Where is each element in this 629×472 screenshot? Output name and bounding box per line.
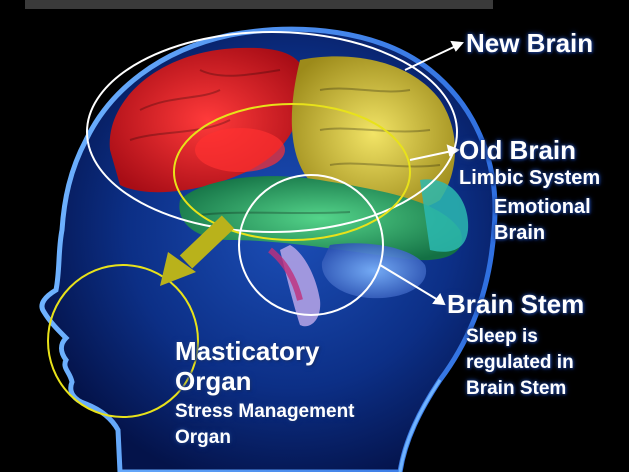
new-brain-ellipse [86, 31, 458, 233]
olive-arrow [160, 215, 235, 286]
label-limbic-system: Limbic System [459, 167, 601, 189]
brain-teal-lobe [420, 179, 469, 252]
callout-arrows [379, 40, 465, 306]
old-brain-ellipse [173, 103, 411, 241]
label-sleep-line3: Brain Stem [466, 378, 567, 399]
new-brain-arrow [404, 45, 457, 71]
label-sleep-line1: Sleep is [466, 326, 538, 347]
old-brain-arrowhead [446, 144, 461, 157]
label-masticatory-organ: Organ [175, 366, 252, 396]
brain-stem-circle [238, 174, 384, 316]
label-new-brain: New Brain [466, 28, 594, 58]
gyri-texture [129, 69, 441, 216]
top-bar [25, 0, 493, 9]
brain-green-limbic [179, 176, 462, 261]
masticatory-circle [47, 264, 199, 418]
brain-stem-shape [280, 245, 321, 327]
brain-yellow-cortex [291, 56, 455, 211]
old-brain-arrow [409, 150, 453, 161]
corpus-highlight [195, 128, 285, 172]
label-emotional: Emotional [494, 196, 591, 218]
brain-stem-arrowhead [432, 293, 446, 306]
label-brain-stem: Brain Stem [447, 289, 585, 319]
label-old-brain: Old Brain [459, 135, 577, 165]
neck-edge [398, 379, 442, 472]
limbic-pink-structure [268, 247, 303, 301]
label-emotional-brain: Brain [494, 222, 546, 244]
label-masticatory: Masticatory [175, 336, 320, 366]
label-stress-management: Stress Management [175, 401, 355, 422]
brain-stem-arrow [379, 264, 439, 301]
label-sleep-line2: regulated in [466, 352, 574, 373]
brain-cerebellum [321, 243, 427, 299]
new-brain-arrowhead [450, 40, 465, 52]
label-stress-organ: Organ [175, 427, 231, 448]
